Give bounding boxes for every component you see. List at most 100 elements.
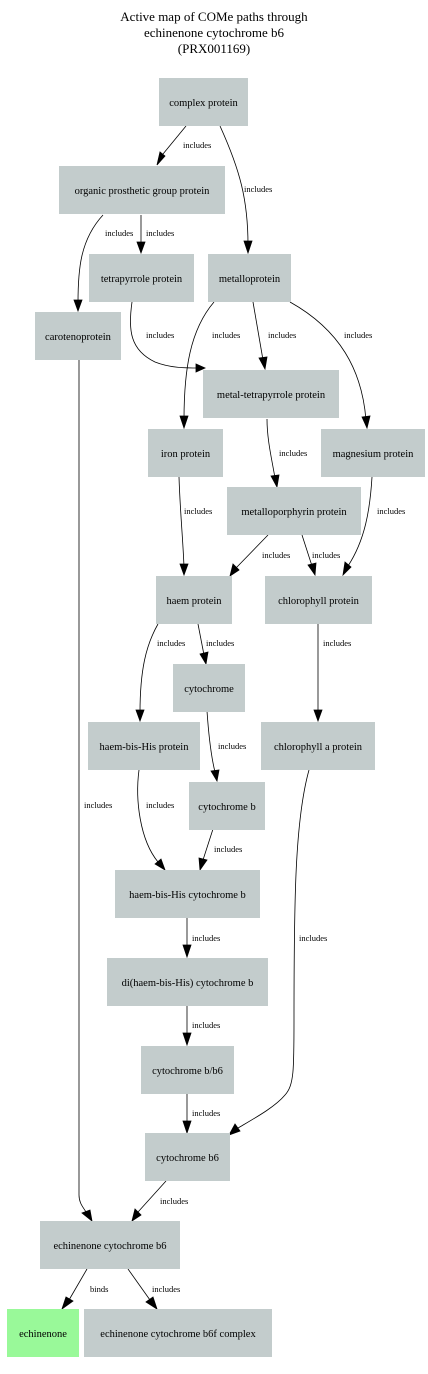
edge-carotenoprotein-to-echinenone-cytochrome-b6: includes [78,359,112,1222]
edge-label: includes [146,800,174,810]
edge-label: includes [146,228,174,238]
node-metalloprotein[interactable]: metalloprotein [208,254,291,302]
node-label: chlorophyll a protein [274,742,363,753]
edge-metalloprotein-to-magnesium: includes [289,301,372,430]
node-label: echinenone [19,1329,67,1340]
edge-label: includes [299,933,327,943]
edge-label: includes [212,330,240,340]
node-label: cytochrome b [198,802,255,813]
edge-complex-to-metalloprotein: includes [219,125,272,255]
edge-label: includes [157,638,185,648]
node-echinenone[interactable]: echinenone [7,1309,79,1357]
node-carotenoprotein[interactable]: carotenoprotein [35,312,121,360]
edge-label: includes [344,330,372,340]
node-haem-bis-his-cytochrome-b[interactable]: haem-bis-His cytochrome b [115,870,260,918]
edge-chlorophyll-to-chlorophyll-a: includes [313,624,351,723]
edge-label: includes [152,1284,180,1294]
edge-label: includes [192,1020,220,1030]
edge-label: includes [268,330,296,340]
node-label: cytochrome [184,684,234,695]
node-label: complex protein [169,98,238,109]
edge-label: includes [84,800,112,810]
node-label: haem-bis-His protein [100,742,190,753]
node-label: echinenone cytochrome b6f complex [100,1329,256,1340]
node-metal-tetrapyrrole-protein[interactable]: metal-tetrapyrrole protein [203,370,339,418]
edge-label: includes [160,1196,188,1206]
edge-label: includes [146,330,174,340]
edge-metalloporphyrin-to-haem: includes [229,534,290,577]
edge-label: binds [90,1284,108,1294]
node-organic-prosthetic-group-protein[interactable]: organic prosthetic group protein [59,166,225,214]
node-cytochrome[interactable]: cytochrome [173,664,245,712]
edge-label: includes [184,506,212,516]
edge-label: includes [377,506,405,516]
title-line-2: echinenone cytochrome b6 [143,25,285,40]
edge-label: includes [192,1108,220,1118]
edge-label: includes [279,448,307,458]
edge-haem-bis-his-protein-to-haem-bis-his-cytochrome-b: includes [137,769,174,871]
edge-label: includes [312,550,340,560]
node-di-haem-bis-his-cytochrome-b[interactable]: di(haem-bis-His) cytochrome b [107,958,268,1006]
edge-organic-to-carotenoprotein: includes [73,214,133,313]
edge-organic-to-tetrapyrrole: includes [136,215,174,255]
edge-label: includes [323,638,351,648]
edge-metalloprotein-to-metal-tetrapyrrole: includes [252,301,296,371]
node-chlorophyll-protein[interactable]: chlorophyll protein [265,576,372,624]
node-label: carotenoprotein [45,332,112,343]
edge-magnesium-to-chlorophyll: includes [342,476,405,577]
node-label: organic prosthetic group protein [75,186,211,197]
edge-cytochrome-b6-to-echinenone-cytochrome-b6: includes [131,1180,188,1222]
edge-label: includes [105,228,133,238]
edge-haem-to-haem-bis-his-protein: includes [135,623,185,723]
node-chlorophyll-a-protein[interactable]: chlorophyll a protein [261,722,375,770]
edge-label: includes [244,184,272,194]
edge-echinenone-cytochrome-b6-to-b6f-complex: includes [127,1268,180,1310]
node-label: chlorophyll protein [278,596,360,607]
node-label: metal-tetrapyrrole protein [217,390,326,401]
node-label: metalloporphyrin protein [241,507,347,518]
node-label: echinenone cytochrome b6 [53,1241,166,1252]
node-cytochrome-b[interactable]: cytochrome b [189,782,265,830]
edge-echinenone-cytochrome-b6-to-echinenone: binds [61,1268,108,1311]
title-line-3: (PRX001169) [177,41,251,56]
edge-label: includes [214,844,242,854]
node-label: tetrapyrrole protein [101,274,183,285]
node-label: cytochrome b/b6 [152,1066,223,1077]
node-metalloporphyrin-protein[interactable]: metalloporphyrin protein [227,487,361,535]
edge-label: includes [183,140,211,150]
node-cytochrome-b-b6[interactable]: cytochrome b/b6 [141,1046,234,1094]
edge-label: includes [192,933,220,943]
edge-cytochrome-b-b6-to-cytochrome-b6: includes [182,1093,220,1135]
edge-iron-to-haem: includes [178,476,212,577]
edge-metalloporphyrin-to-chlorophyll: includes [301,534,340,577]
node-label: magnesium protein [333,449,415,460]
edge-haem-to-cytochrome: includes [197,623,234,666]
edge-metalloprotein-to-iron: includes [179,301,240,430]
node-label: iron protein [161,449,211,460]
node-iron-protein[interactable]: iron protein [148,429,223,477]
edge-cytochrome-b-to-haem-bis-his-cytochrome-b: includes [198,828,242,872]
title-line-1: Active map of COMe paths through [120,9,308,24]
node-complex-protein[interactable]: complex protein [159,78,248,126]
edge-chlorophyll-a-to-cytochrome-b6: includes [228,769,327,1136]
node-cytochrome-b6[interactable]: cytochrome b6 [145,1133,230,1181]
edge-label: includes [262,550,290,560]
node-haem-bis-his-protein[interactable]: haem-bis-His protein [88,722,200,770]
edge-cytochrome-to-cytochrome-b: includes [206,710,246,783]
node-magnesium-protein[interactable]: magnesium protein [321,429,425,477]
edge-label: includes [206,638,234,648]
diagram-title: Active map of COMe paths through echinen… [0,9,428,57]
edge-label: includes [218,741,246,751]
node-label: haem protein [166,596,222,607]
edge-complex-to-organic: includes [156,125,211,166]
node-tetrapyrrole-protein[interactable]: tetrapyrrole protein [89,254,194,302]
edge-metal-tetrapyrrole-to-metalloporphyrin: includes [266,418,307,489]
edge-tetrapyrrole-to-metal-tetrapyrrole: includes [130,301,206,373]
node-label: di(haem-bis-His) cytochrome b [122,978,254,989]
node-haem-protein[interactable]: haem protein [156,576,232,624]
node-echinenone-cytochrome-b6[interactable]: echinenone cytochrome b6 [40,1221,180,1269]
node-label: cytochrome b6 [156,1153,219,1164]
node-echinenone-cytochrome-b6f-complex[interactable]: echinenone cytochrome b6f complex [84,1309,272,1357]
node-label: haem-bis-His cytochrome b [129,890,246,901]
